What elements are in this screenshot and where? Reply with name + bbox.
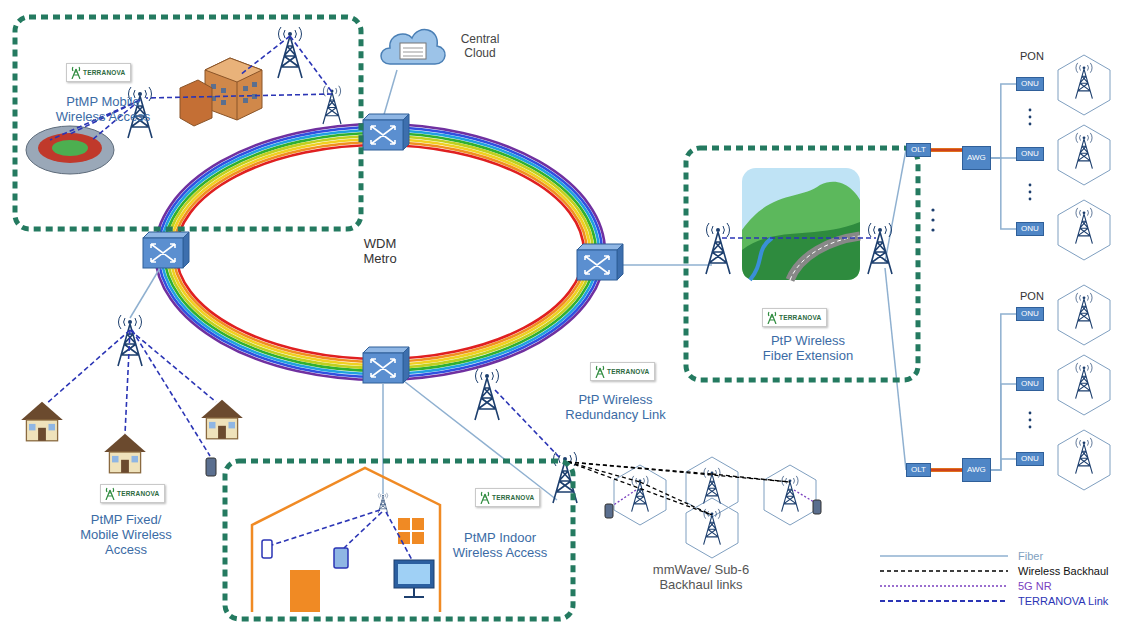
cloud-shape: [376, 18, 448, 72]
box-label: ONU: [1021, 454, 1039, 464]
region-title: PtMP Mobile Wireless Access: [51, 94, 155, 124]
indoor-house: [252, 468, 440, 612]
region-title: PtP Wireless Fiber Extension: [758, 333, 858, 363]
optical-switches: [143, 114, 623, 383]
fiber-connector: [991, 158, 1016, 229]
connector-stroke: [991, 384, 1016, 470]
onu-box: ONU: [1016, 377, 1044, 391]
logo-icon: [767, 311, 777, 324]
connector-stroke: [931, 469, 962, 470]
onu-box: ONU: [1016, 77, 1044, 91]
label-box: PtMP Fixed/ Mobile Wireless Access: [74, 512, 178, 557]
olt-box: OLT: [906, 143, 931, 157]
box-label: OLT: [911, 465, 926, 475]
legend-row: TERRANOVA Link: [880, 593, 1108, 608]
label-box: PtP Wireless Redundancy Link: [558, 392, 673, 422]
box-label: AWG: [967, 153, 986, 163]
title-holder: PtMP Mobile Wireless Access: [51, 94, 155, 124]
onu-box: ONU: [1016, 147, 1044, 161]
region-title: PtMP Indoor Wireless Access: [442, 530, 558, 560]
legend-sample: [880, 566, 1010, 576]
terranova-logo: TERRANOVA: [590, 362, 655, 381]
legend-sample: [880, 551, 1010, 561]
fiber-connector: [991, 84, 1016, 158]
box-label: ONU: [1021, 79, 1039, 89]
connector-stroke: [991, 314, 1016, 470]
onu-box: ONU: [1016, 222, 1044, 236]
terranova-logo: TERRANOVA: [475, 488, 540, 507]
onu-box: ONU: [1016, 307, 1044, 321]
label-box: PON: [1020, 50, 1050, 63]
cloud-node: Central Cloud: [376, 18, 510, 74]
pon-label: PON: [1020, 290, 1050, 303]
ring-label: WDM Metro: [350, 236, 410, 266]
wdm-ring: [155, 124, 605, 380]
legend-row: Wireless Backhaul: [880, 563, 1108, 578]
box-label: ONU: [1021, 224, 1039, 234]
connector-stroke: [931, 149, 962, 150]
box-label: AWG: [967, 465, 986, 475]
title-holder: PtP Wireless Fiber Extension: [758, 333, 858, 363]
connector-stroke: [931, 468, 962, 472]
fixed-access-scene: [21, 315, 243, 476]
legend-row: Fiber: [880, 548, 1108, 563]
connector-stroke: [931, 148, 962, 152]
logo-text: TERRANOVA: [117, 490, 160, 498]
logo-icon: [71, 66, 81, 79]
access-title: PtMP Fixed/ Mobile Wireless Access: [74, 512, 178, 557]
box-label: ONU: [1021, 149, 1039, 159]
terranova-region: TERRANOVA PtMP Mobile Wireless Access: [12, 14, 364, 232]
title-holder: PtMP Indoor Wireless Access: [442, 530, 558, 560]
legend: FiberWireless Backhaul 5G NR TERRANOVA Lin…: [880, 548, 1108, 608]
pon-cells: [1029, 55, 1110, 490]
box-label: OLT: [911, 145, 926, 155]
legend-sample: [880, 581, 1010, 591]
fiber-lines: [130, 70, 906, 500]
fiber-connector: [991, 384, 1016, 470]
backhaul-label: mmWave/ Sub-6 Backhaul links: [636, 562, 766, 592]
legend-text: TERRANOVA Link: [1018, 595, 1108, 607]
link-title: PtP Wireless Redundancy Link: [558, 392, 673, 422]
fiber-connector: [991, 314, 1016, 470]
connector-stroke: [991, 459, 1016, 470]
fiber-extension-scene: [706, 168, 935, 280]
olt-box: OLT: [906, 463, 931, 477]
label-box: mmWave/ Sub-6 Backhaul links: [636, 562, 766, 592]
onu-box: ONU: [1016, 452, 1044, 466]
legend-text: Wireless Backhaul: [1018, 565, 1108, 577]
box-label: ONU: [1021, 309, 1039, 319]
awg-box: AWG: [962, 458, 991, 482]
logo-icon: [105, 487, 115, 500]
legend-row: 5G NR: [880, 578, 1108, 593]
logo-text: TERRANOVA: [83, 69, 126, 77]
terranova-logo: TERRANOVA: [66, 63, 131, 82]
legend-text: Fiber: [1018, 550, 1043, 562]
terranova-region: TERRANOVA PtMP Indoor Wireless Access: [222, 458, 576, 622]
logo-text: TERRANOVA: [607, 368, 650, 376]
fiber-connector: [931, 150, 962, 151]
backhaul-scene: [475, 369, 821, 558]
connector-stroke: [991, 158, 1016, 229]
title-holder: Central Cloud: [452, 32, 508, 60]
fiber-connector: [931, 470, 962, 471]
fiber-connector: [991, 459, 1016, 470]
label-box: WDM Metro: [350, 236, 410, 266]
legend-text: 5G NR: [1018, 580, 1052, 592]
logo-icon: [595, 365, 605, 378]
terranova-logo: TERRANOVA: [762, 308, 827, 327]
awg-box: AWG: [962, 146, 991, 170]
terranova-region: TERRANOVA PtP Wireless Fiber Extension: [683, 145, 921, 383]
label-box: PON: [1020, 290, 1050, 303]
logo-text: TERRANOVA: [492, 494, 535, 502]
mobile-access-scene: [26, 27, 341, 174]
terranova-logo: TERRANOVA: [100, 484, 165, 503]
cloud-label: Central Cloud: [452, 32, 508, 60]
logo-text: TERRANOVA: [779, 314, 822, 322]
pon-label: PON: [1020, 50, 1050, 63]
legend-sample: [880, 596, 1010, 606]
box-label: ONU: [1021, 379, 1039, 389]
connector-stroke: [991, 84, 1016, 158]
logo-icon: [480, 491, 490, 504]
